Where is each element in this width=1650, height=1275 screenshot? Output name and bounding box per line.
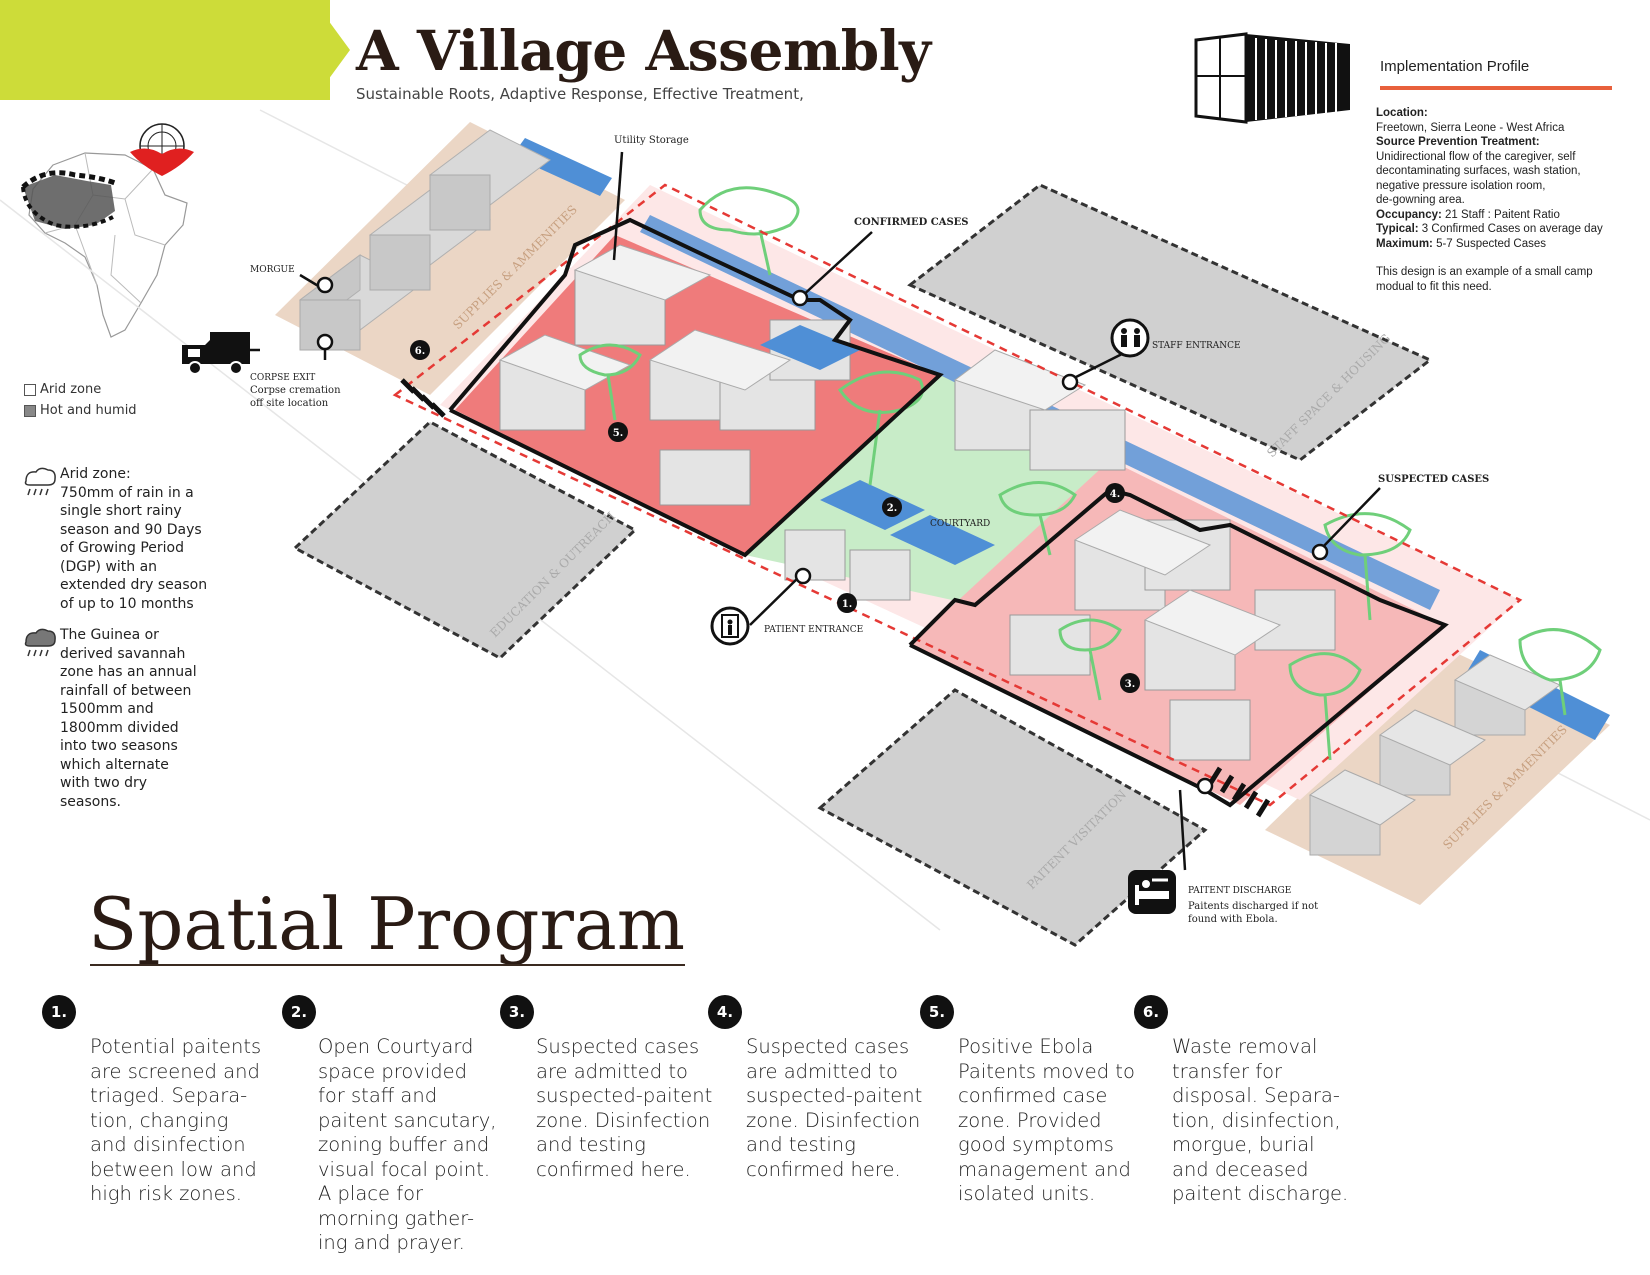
program-number: 3. xyxy=(500,995,534,1029)
marker-5: 5. xyxy=(613,428,623,439)
label-corpse-offsite: off site location xyxy=(250,398,329,409)
profile-note-line: modual to fit this need. xyxy=(1376,280,1492,293)
africa-map xyxy=(21,152,188,338)
tree-icons xyxy=(578,186,1602,761)
climate-line: of Growing Period xyxy=(60,540,185,556)
truck-icon xyxy=(182,332,250,375)
profile-rule xyxy=(1380,86,1612,90)
bed-icon xyxy=(1128,870,1176,914)
title-banner xyxy=(0,0,330,100)
rain-cloud-icon xyxy=(24,467,56,496)
climate-line: extended dry season xyxy=(60,577,208,593)
legend-label-arid: Arid zone xyxy=(40,382,102,397)
marker-2: 2. xyxy=(887,503,897,514)
climate-line: 750mm of rain in a xyxy=(60,484,194,501)
entry-hatch-left xyxy=(400,378,446,418)
climate-arid: Arid zone: 750mm of rain in a single sho… xyxy=(20,465,210,613)
climate-line: season and 90 Days xyxy=(60,521,202,538)
label-corpse-cremation: Corpse cremation xyxy=(250,385,341,396)
climate-legend: Arid zone Hot and humid xyxy=(24,382,137,424)
label-patient-discharge: PAITENT DISCHARGE xyxy=(1188,886,1291,896)
marker-3: 3. xyxy=(1125,679,1135,690)
label-confirmed-cases: CONFIRMED CASES xyxy=(854,217,969,228)
program-number: 6. xyxy=(1134,995,1168,1029)
education-pad xyxy=(292,420,638,660)
spatial-program-rule xyxy=(90,964,685,966)
supplies-pad-top xyxy=(275,122,625,395)
plan-markers: 1. 2. 3. 4. 5. 6. xyxy=(410,340,1140,693)
supplies-pad-bottom xyxy=(1265,650,1610,905)
legend-label-humid: Hot and humid xyxy=(40,403,137,418)
marker-4: 4. xyxy=(1110,489,1120,500)
page-subtitle: Sustainable Roots, Adaptive Response, Ef… xyxy=(356,85,804,103)
legend-swatch-humid xyxy=(24,404,36,417)
site-plan-diagram: 1. 2. 3. 4. 5. 6. Utility Storage CONFIR… xyxy=(0,109,1650,947)
confirmed-outline xyxy=(448,217,944,558)
label-patient-entrance: PATIENT ENTRANCE xyxy=(764,625,863,635)
label-staff-entrance: STAFF ENTRANCE xyxy=(1152,341,1241,351)
visitation-pad xyxy=(817,688,1208,947)
banner-arrow xyxy=(328,20,350,80)
climate-line: of up to 10 months xyxy=(60,595,194,612)
label-morgue: MORGUE xyxy=(250,265,295,275)
profile-heading: Implementation Profile xyxy=(1380,58,1530,75)
label-courtyard: COURTYARD xyxy=(930,519,990,529)
spatial-program-title: Spatial Program xyxy=(88,882,686,966)
program-number: 2. xyxy=(282,995,316,1029)
legend-row-arid: Arid zone xyxy=(24,382,137,397)
marker-6: 6. xyxy=(415,346,425,357)
label-corpse-exit: CORPSE EXIT xyxy=(250,373,315,383)
climate-line: which alternate xyxy=(60,756,169,773)
patient-entrance-icon xyxy=(710,606,750,646)
label-discharge-note-1: Paitents discharged if not xyxy=(1188,901,1318,912)
climate-line: derived savannah xyxy=(60,645,186,662)
rain-cloud-icon xyxy=(24,628,56,657)
site-boundary xyxy=(392,183,1523,807)
legend-row-humid: Hot and humid xyxy=(24,403,137,418)
legend-swatch-arid xyxy=(24,383,36,396)
profile-body: Location: Freetown, Sierra Leone - West … xyxy=(1376,106,1626,294)
climate-line: seasons. xyxy=(60,793,121,810)
suspected-outline xyxy=(908,487,1449,808)
climate-line: zone has an annual xyxy=(60,664,197,680)
page-title: A Village Assembly xyxy=(356,18,931,83)
climate-line: into two seasons xyxy=(60,738,178,754)
staff-entrance-icon xyxy=(1110,318,1150,358)
callout-dots xyxy=(316,276,1329,795)
label-discharge-note-2: found with Ebola. xyxy=(1188,914,1278,925)
profile-note-line: This design is an example of a small cam… xyxy=(1376,266,1593,278)
climate-line: 1500mm and xyxy=(60,701,154,717)
climate-line: (DGP) with an xyxy=(60,558,158,575)
entry-hatch-right xyxy=(1207,766,1271,818)
label-utility-storage: Utility Storage xyxy=(614,135,689,146)
climate-line: 1800mm divided xyxy=(60,719,179,736)
program-number: 5. xyxy=(920,995,954,1029)
program-number: 1. xyxy=(42,995,76,1029)
shipping-container-icon xyxy=(1194,32,1350,124)
program-number: 4. xyxy=(708,995,742,1029)
label-suspected-cases: SUSPECTED CASES xyxy=(1378,474,1489,485)
climate-line: single short rainy xyxy=(60,503,182,519)
climate-line: The Guinea or xyxy=(60,627,159,643)
staff-housing-pad xyxy=(907,183,1433,462)
climate-humid: The Guinea or derived savannah zone has … xyxy=(20,626,210,811)
climate-line: with two dry xyxy=(60,775,148,791)
climate-line: rainfall of between xyxy=(60,682,192,699)
marker-1: 1. xyxy=(842,599,852,610)
emblem-icon xyxy=(130,123,194,176)
climate-line: Arid zone: xyxy=(60,466,131,482)
